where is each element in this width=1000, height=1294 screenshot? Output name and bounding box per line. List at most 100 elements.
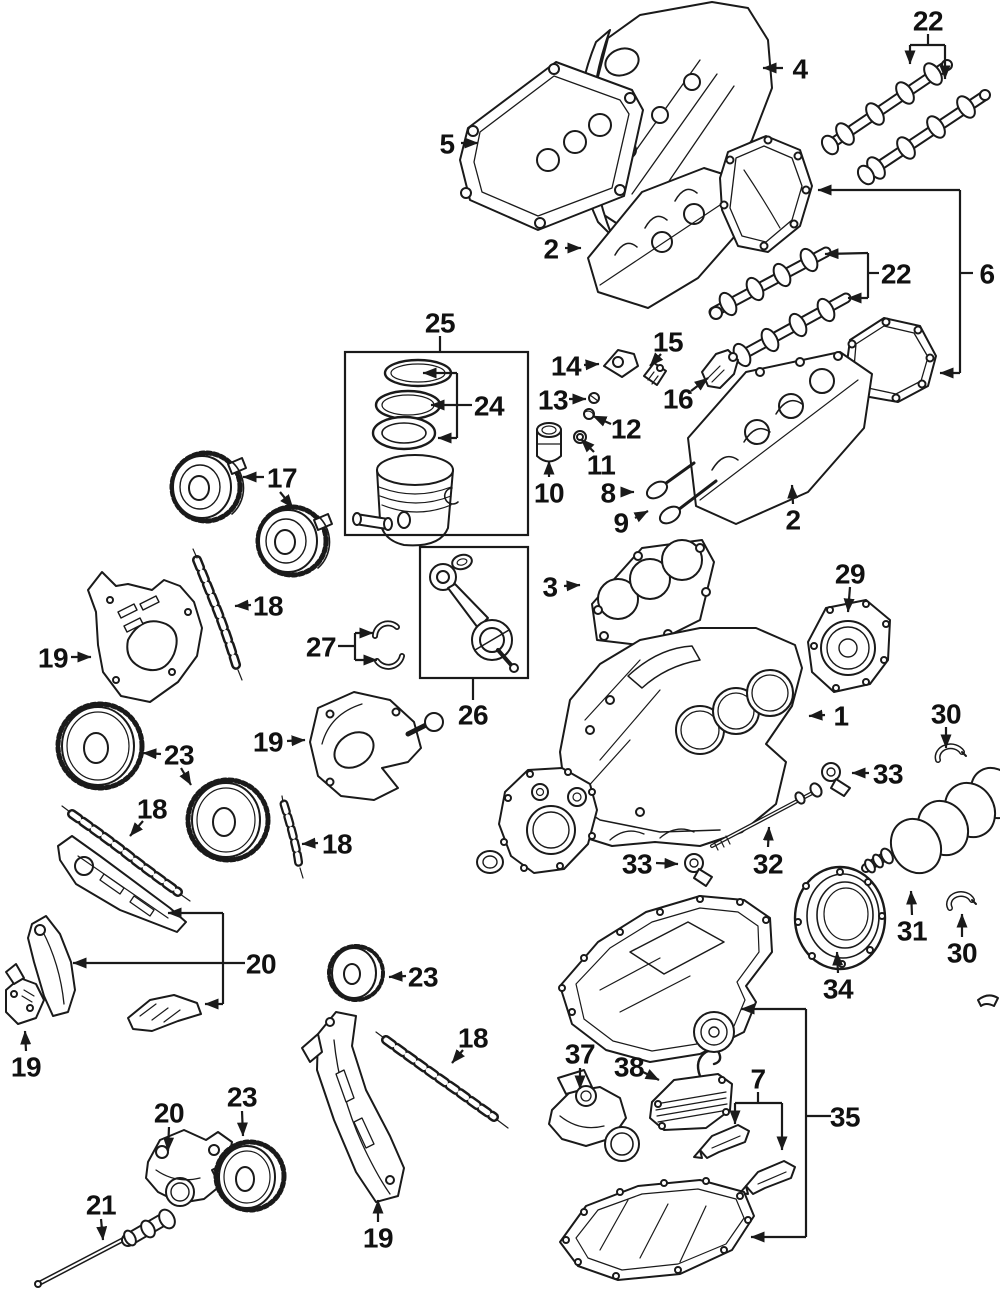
piston-shape (376, 454, 454, 486)
callout-34 (832, 951, 844, 974)
rear-seal-plate-shape (832, 684, 840, 692)
callout-label-38[interactable]: 38 (614, 1052, 645, 1083)
part-piston (352, 454, 459, 547)
engine-block-shape (605, 695, 615, 705)
leader-line (633, 510, 649, 523)
oil-pump-cover-shape (564, 768, 572, 776)
timing-chain-upper-left-shape (194, 557, 240, 671)
callout-label-2[interactable]: 2 (785, 505, 801, 536)
leader-line (388, 970, 407, 982)
callout-label-17[interactable]: 17 (267, 463, 298, 494)
lower-oil-pan-shape (612, 1272, 620, 1280)
chain-guide-tall-shape (316, 1011, 405, 1203)
callout-label-27[interactable]: 27 (306, 632, 337, 663)
rear-cover-upper-shape (725, 155, 735, 165)
callout-label-4[interactable]: 4 (792, 54, 809, 85)
callout-label-8[interactable]: 8 (600, 478, 616, 509)
crank-sensor-1-shape (830, 778, 851, 797)
rear-cover-upper-shape (719, 200, 729, 210)
part-valve-9 (658, 479, 718, 525)
callout-label-21[interactable]: 21 (86, 1190, 117, 1221)
callout-label-22[interactable]: 22 (881, 259, 912, 290)
callout-label-2[interactable]: 2 (543, 234, 559, 265)
oil-pump-shape (580, 1090, 592, 1102)
chain-tensioner-lower-shape (5, 963, 25, 985)
callout-label-37[interactable]: 37 (565, 1039, 596, 1070)
callout-label-33[interactable]: 33 (873, 759, 904, 790)
crankshaft-shape (872, 853, 884, 869)
callout-label-11[interactable]: 11 (587, 450, 616, 481)
callout-label-12[interactable]: 12 (611, 414, 642, 445)
oil-filter-insert-1-shape (711, 1135, 741, 1149)
callout-label-1[interactable]: 1 (833, 701, 849, 732)
leader-line (580, 438, 595, 453)
oil-cooler-shape (658, 1122, 666, 1130)
callout-label-30[interactable]: 30 (931, 699, 962, 730)
callout-label-22[interactable]: 22 (913, 6, 944, 37)
callout-label-5[interactable]: 5 (439, 129, 455, 160)
thrust-washer-shape (977, 994, 999, 1007)
callout-label-18[interactable]: 18 (137, 794, 168, 825)
part-pump-drive-gear (213, 1139, 287, 1213)
callout-label-23[interactable]: 23 (227, 1082, 258, 1113)
callout-label-32[interactable]: 32 (753, 849, 784, 880)
callout-label-19[interactable]: 19 (38, 643, 69, 674)
timing-chain-upper-left-shape (237, 669, 243, 681)
callout-label-23[interactable]: 23 (164, 740, 195, 771)
pump-drive-gear-shape (235, 1166, 255, 1192)
callout-label-19[interactable]: 19 (363, 1223, 394, 1254)
rod-bearings-27-shape (375, 654, 404, 669)
head-gasket-shape (695, 543, 705, 553)
callout-1 (808, 709, 826, 721)
upper-oil-pan-shape (599, 957, 661, 991)
seal-carrier-34-shape (836, 868, 844, 876)
callout-21 (96, 1218, 108, 1241)
callout-label-10[interactable]: 10 (534, 478, 565, 509)
callout-label-6[interactable]: 6 (979, 259, 995, 290)
callout-label-15[interactable]: 15 (653, 327, 684, 358)
callout-23 (388, 970, 407, 982)
callout-label-29[interactable]: 29 (835, 559, 866, 590)
callout-label-19[interactable]: 19 (253, 727, 284, 758)
valve-8-shape (660, 461, 696, 488)
callout-label-3[interactable]: 3 (542, 572, 558, 603)
callout-label-7[interactable]: 7 (750, 1064, 766, 1095)
connecting-rod-shape (509, 663, 519, 673)
callout-label-9[interactable]: 9 (613, 508, 629, 539)
callout-label-20[interactable]: 20 (246, 949, 277, 980)
callout-label-33[interactable]: 33 (622, 849, 653, 880)
callout-label-13[interactable]: 13 (538, 385, 569, 416)
callout-label-26[interactable]: 26 (458, 700, 489, 731)
crankshaft-shape (889, 817, 943, 875)
valve-cover-gasket-shape (459, 61, 644, 231)
part-cam-adjuster-14 (603, 349, 639, 378)
callout-label-30[interactable]: 30 (947, 938, 978, 969)
callout-label-24[interactable]: 24 (474, 391, 506, 422)
oil-pump-cover-shape (532, 811, 570, 849)
valve-cover-shape (683, 73, 701, 91)
callout-label-20[interactable]: 20 (154, 1098, 185, 1129)
cylinder-head-right-shape (711, 399, 803, 471)
callout-label-14[interactable]: 14 (551, 351, 583, 382)
cylinder-head-right-shape (744, 419, 770, 445)
callout-label-18[interactable]: 18 (322, 829, 353, 860)
rear-seal-plate-shape (826, 626, 870, 670)
callout-label-31[interactable]: 31 (897, 916, 928, 947)
head-gasket-shape (629, 558, 671, 600)
callout-label-23[interactable]: 23 (408, 962, 439, 993)
callout-label-16[interactable]: 16 (663, 384, 694, 415)
callout-label-18[interactable]: 18 (253, 591, 284, 622)
oil-pump-cover-shape (526, 770, 534, 778)
camshaft-3-shape (772, 262, 792, 288)
part-crank-sprocket (327, 944, 385, 1002)
callout-label-18[interactable]: 18 (458, 1023, 489, 1054)
callout-label-35[interactable]: 35 (830, 1102, 861, 1133)
oil-pump-cover-shape (535, 787, 545, 797)
callout-label-19[interactable]: 19 (11, 1052, 42, 1083)
callout-label-25[interactable]: 25 (425, 308, 456, 339)
callout-label-34[interactable]: 34 (823, 974, 855, 1005)
callout-19 (20, 1030, 32, 1052)
callout-33 (655, 857, 679, 869)
part-bracket-center (309, 691, 444, 801)
